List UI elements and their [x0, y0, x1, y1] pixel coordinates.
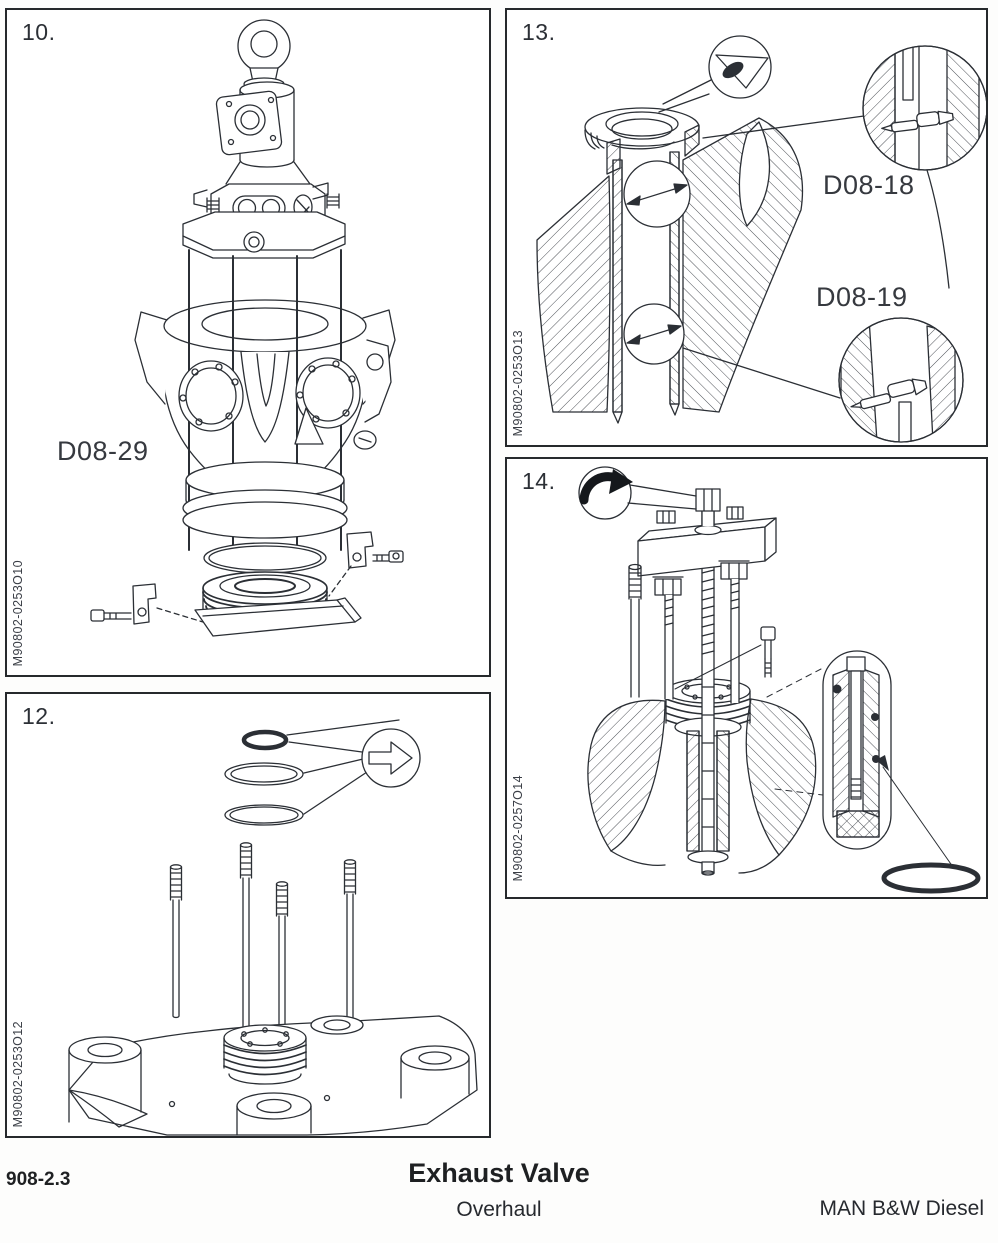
detail-circle-d08-19 — [838, 317, 964, 443]
puller-tool-drawing — [578, 466, 981, 894]
figure-number-10: 10. — [22, 19, 56, 45]
loose-bolt — [760, 626, 776, 678]
figure-panel-10: 10. D08-29 M90802-0253O10 — [5, 8, 491, 677]
spindle-guide-stack — [223, 1024, 307, 1085]
stud-1 — [169, 864, 183, 1019]
lifting-eye — [237, 19, 291, 91]
spindle-nut — [695, 488, 721, 512]
figure-number-14: 14. — [522, 468, 556, 494]
o-ring-dot-2 — [871, 713, 879, 721]
figure-id-10: M90802-0253O10 — [11, 559, 25, 666]
bore-measurement-drawing — [536, 35, 986, 443]
bore-walls — [686, 730, 730, 852]
figure-number-13: 13. — [522, 19, 556, 45]
bore-diameter-arrow-lower — [623, 303, 685, 365]
inside-micrometer — [881, 110, 954, 133]
bolt-flange-left — [178, 360, 244, 432]
exhaust-valve-assembly-drawing — [90, 19, 404, 637]
figure-panel-13: 13. D08-18 D08-19 M90802-0253O13 — [505, 8, 988, 447]
figure-panel-14: 14. M90802-0257O14 — [505, 457, 988, 899]
hanger-bolt-right — [718, 506, 750, 704]
o-ring-dot-1 — [832, 684, 842, 694]
clamp-left — [90, 583, 204, 625]
hanger-bolt-left — [652, 510, 684, 700]
page-subtitle: Overhaul — [456, 1198, 542, 1221]
part-label-d08-19: D08-19 — [816, 282, 908, 312]
rotate-arrow-icon — [578, 466, 633, 520]
figure-id-14: M90802-0257O14 — [511, 774, 525, 881]
head-section-hatched — [587, 698, 817, 874]
crossbar — [637, 517, 777, 577]
footer-section-number: 908-2.3 — [6, 1169, 71, 1190]
bolt-flange-right — [295, 357, 361, 429]
o-ring-small — [241, 729, 289, 751]
detail-circle-d08-18 — [862, 45, 986, 171]
measuring-rod — [850, 378, 928, 410]
figure-id-13: M90802-0253O13 — [511, 329, 525, 436]
o-ring-replacement-drawing — [68, 719, 478, 1136]
figure-id-12: M90802-0253O12 — [11, 1020, 25, 1127]
o-ring-large — [224, 804, 304, 826]
cylinder-head-top — [68, 1015, 478, 1136]
flange-studs — [206, 193, 340, 213]
clamp-right — [328, 531, 404, 597]
head-section-hatched — [536, 117, 804, 413]
o-ring-thin — [203, 542, 327, 574]
page-title: Exhaust Valve — [408, 1158, 590, 1188]
replace-arrow-icon — [361, 728, 421, 788]
valve-seat — [584, 107, 700, 175]
detail-capsule — [822, 650, 892, 850]
base-plate — [194, 597, 362, 637]
figure-panel-12: 12. M90802-0253O12 — [5, 692, 491, 1138]
bore-diameter-arrow-upper — [623, 160, 691, 228]
eye-icon — [708, 35, 772, 99]
part-label-d08-18: D08-18 — [823, 170, 915, 200]
bore-walls — [612, 151, 680, 424]
figure-number-12: 12. — [22, 703, 56, 729]
o-ring-medium — [224, 762, 304, 786]
stud-left — [628, 563, 642, 698]
o-ring-large — [881, 862, 981, 894]
part-label-d08-29: D08-29 — [57, 436, 149, 466]
company-name: MAN B&W Diesel — [819, 1197, 984, 1220]
